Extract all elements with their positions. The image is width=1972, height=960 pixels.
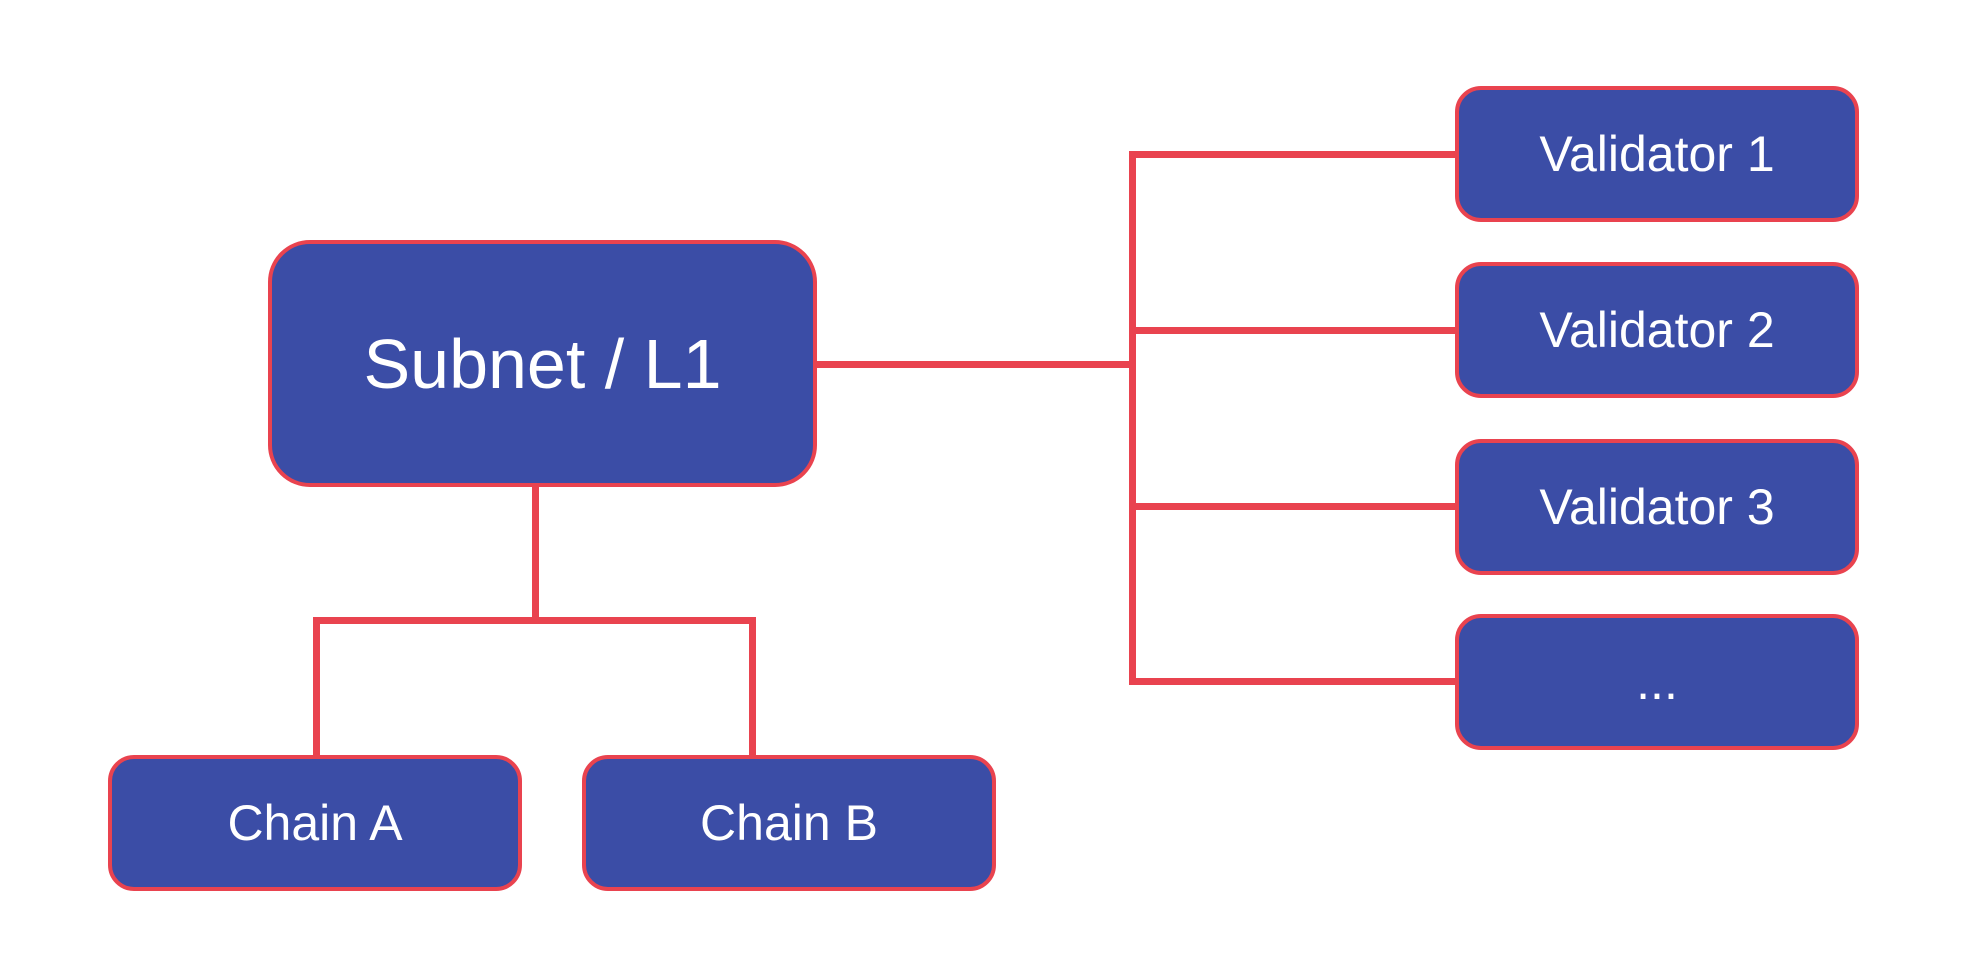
connector-chain-a-drop <box>313 617 320 759</box>
validator-more-node: ... <box>1455 614 1859 750</box>
validator-2-label: Validator 2 <box>1539 302 1775 358</box>
subnet-l1-node: Subnet / L1 <box>268 240 817 487</box>
connector-validator-trunk <box>1129 151 1136 685</box>
chain-b-label: Chain B <box>700 795 878 851</box>
chain-a-label: Chain A <box>227 795 403 851</box>
connector-branch-validator-1 <box>1129 151 1459 158</box>
connector-branch-validator-more <box>1129 678 1459 685</box>
connector-subnet-to-chains <box>532 484 539 624</box>
chain-a-node: Chain A <box>108 755 522 891</box>
connector-chain-b-drop <box>749 617 756 759</box>
validator-2-node: Validator 2 <box>1455 262 1859 398</box>
connector-subnet-to-trunk <box>813 361 1136 368</box>
validator-1-node: Validator 1 <box>1455 86 1859 222</box>
validator-3-node: Validator 3 <box>1455 439 1859 575</box>
connector-branch-validator-2 <box>1129 327 1459 334</box>
validator-3-label: Validator 3 <box>1539 479 1775 535</box>
validator-more-label: ... <box>1636 654 1678 710</box>
subnet-l1-label: Subnet / L1 <box>363 324 722 403</box>
connector-chain-splitter <box>313 617 756 624</box>
validator-1-label: Validator 1 <box>1539 126 1775 182</box>
chain-b-node: Chain B <box>582 755 996 891</box>
connector-branch-validator-3 <box>1129 503 1459 510</box>
